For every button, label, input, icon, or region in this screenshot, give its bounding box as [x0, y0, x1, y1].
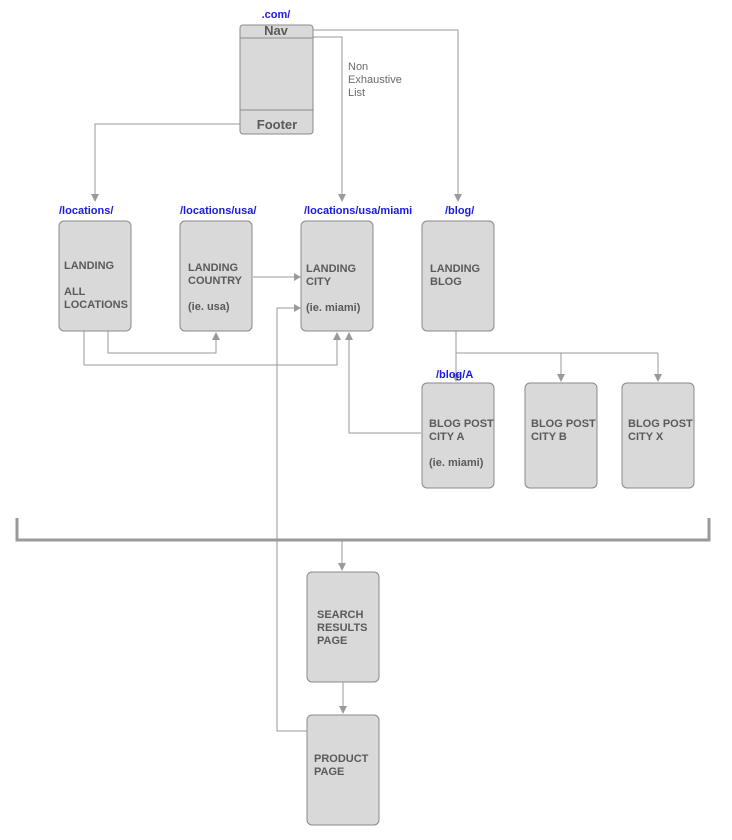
node-box	[179, 220, 253, 332]
node-label-line: PAGE	[317, 635, 347, 647]
arrowhead	[338, 194, 346, 202]
arrowhead	[654, 374, 662, 382]
node-label-line: ALL	[64, 286, 86, 298]
node-label-line: BLOG	[430, 276, 462, 288]
connector-all-to-country	[107, 331, 217, 354]
url-locations-usa-miami: /locations/usa/miami	[304, 205, 412, 217]
site-root-box	[239, 24, 314, 135]
node-label-line: LANDING	[306, 263, 356, 275]
node-label-line: BLOG POST	[429, 418, 494, 430]
node-blog-post-x[interactable]: BLOG POST CITY X	[621, 382, 695, 489]
node-box	[306, 571, 380, 683]
node-label-line: COUNTRY	[188, 275, 243, 287]
connector-product-to-city	[276, 307, 307, 732]
url-locations: /locations/	[59, 205, 113, 217]
node-label-line: SEARCH	[317, 609, 364, 621]
node-label-line: CITY A	[429, 431, 465, 443]
node-search-results[interactable]: SEARCH RESULTS PAGE	[306, 571, 380, 683]
connector-nav-to-city	[313, 36, 343, 194]
arrowhead	[454, 194, 462, 202]
node-label-line: CITY B	[531, 431, 567, 443]
connector-nav-to-blog	[313, 29, 459, 194]
arrowhead	[91, 194, 99, 202]
node-label-line: LANDING	[64, 260, 114, 272]
node-label-line: LOCATIONS	[64, 299, 128, 311]
arrowhead	[212, 332, 220, 340]
node-box	[58, 220, 132, 332]
node-blog-post-a[interactable]: BLOG POST CITY A (ie. miami)	[421, 382, 495, 489]
arrowhead	[345, 332, 353, 340]
note-line-1: Non	[348, 61, 368, 73]
arrowhead	[557, 374, 565, 382]
arrowhead	[294, 304, 301, 312]
nav-label: Nav	[264, 23, 289, 38]
arrowhead	[338, 563, 346, 571]
node-product-page[interactable]: PRODUCT PAGE	[306, 714, 380, 826]
arrowhead	[333, 332, 341, 340]
node-label-line: LANDING	[188, 262, 238, 274]
node-box	[300, 220, 374, 332]
arrowhead	[452, 374, 460, 382]
node-label-line: BLOG POST	[628, 418, 693, 430]
url-locations-usa: /locations/usa/	[180, 205, 256, 217]
url-blog: /blog/	[445, 205, 474, 217]
node-landing-country[interactable]: LANDING COUNTRY (ie. usa)	[179, 220, 253, 332]
node-label-line: PRODUCT	[314, 753, 369, 765]
connector-blogpost-to-city	[348, 340, 421, 434]
node-label-line: CITY X	[628, 431, 664, 443]
node-label-line: (ie. usa)	[188, 301, 230, 313]
node-label-line: BLOG POST	[531, 418, 596, 430]
group-bracket	[15, 518, 711, 542]
node-box	[524, 382, 598, 489]
node-label-line: (ie. miami)	[306, 302, 361, 314]
connector-footer-to-locations	[94, 123, 240, 194]
footer-label: Footer	[257, 117, 297, 132]
node-landing-blog[interactable]: LANDING BLOG	[421, 220, 495, 332]
note-line-2: Exhaustive	[348, 74, 402, 86]
connector-all-to-city	[83, 331, 338, 366]
node-box	[306, 714, 380, 826]
node-blog-post-b[interactable]: BLOG POST CITY B	[524, 382, 598, 489]
url-blog-a: /blog/A	[436, 369, 473, 381]
root-url-label: .com/	[262, 9, 291, 21]
arrowhead	[339, 706, 347, 714]
arrowhead	[294, 273, 301, 281]
node-label-line: CITY	[306, 276, 332, 288]
node-box	[421, 382, 495, 489]
node-landing-all-locations[interactable]: LANDING ALL LOCATIONS	[58, 220, 132, 332]
node-label-line: LANDING	[430, 263, 480, 275]
node-box	[621, 382, 695, 489]
site-root-node[interactable]: Nav Footer	[239, 23, 314, 135]
node-label-line: RESULTS	[317, 622, 368, 634]
note-line-3: List	[348, 87, 365, 99]
node-label-line: PAGE	[314, 766, 344, 778]
node-label-line: (ie. miami)	[429, 457, 484, 469]
node-landing-city[interactable]: LANDING CITY (ie. miami)	[300, 220, 374, 332]
node-box	[421, 220, 495, 332]
connectors	[83, 29, 662, 732]
